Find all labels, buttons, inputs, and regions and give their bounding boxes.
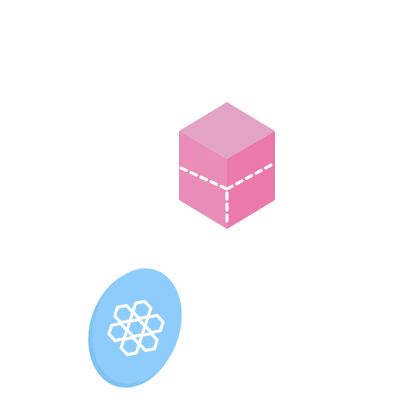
cube-left-face (179, 131, 227, 229)
cube-seam-lines (179, 162, 275, 228)
hex-cell-lower-left (107, 322, 129, 343)
isometric-cube-icon (179, 102, 275, 229)
honeycomb-icon (107, 299, 165, 357)
cube-seam-right (225, 162, 275, 191)
cube-seam-left (179, 166, 229, 191)
hex-cell-lower-right (137, 331, 159, 353)
hex-cell-top (131, 299, 153, 320)
cube-top-face (179, 102, 275, 159)
cube-right-face (227, 131, 275, 229)
badge-disc (92, 268, 182, 384)
honeycomb-badge (88, 268, 182, 388)
